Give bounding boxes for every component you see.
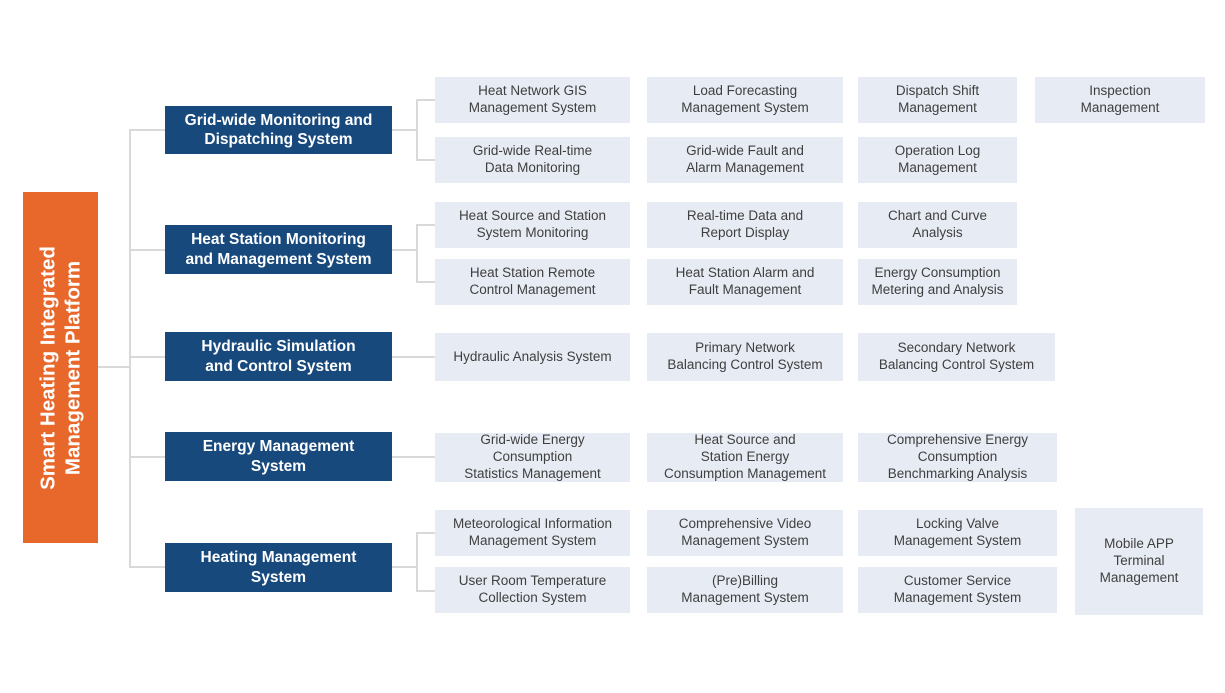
- branch-node-heating-management: Heating Management System: [165, 543, 392, 592]
- connector-trunk-vertical: [129, 129, 131, 567]
- branch-node-hydraulic-simulation: Hydraulic Simulation and Control System: [165, 332, 392, 381]
- connector-branch2-stub-top: [416, 224, 435, 226]
- connector-root-horizontal: [98, 366, 129, 368]
- connector-branch4-horizontal: [392, 456, 435, 458]
- leaf-node: Inspection Management: [1035, 77, 1205, 123]
- leaf-node: Heat Station Remote Control Management: [435, 259, 630, 305]
- leaf-node: Heat Source and Station Energy Consumpti…: [647, 432, 843, 482]
- connector-branch2-stub-bottom: [416, 281, 435, 283]
- connector-branch1-vertical: [416, 99, 418, 160]
- leaf-node: Chart and Curve Analysis: [858, 202, 1017, 248]
- leaf-node: Heat Network GIS Management System: [435, 77, 630, 123]
- connector-branch1-stub-top: [416, 99, 435, 101]
- leaf-node: Heat Source and Station System Monitorin…: [435, 202, 630, 248]
- root-node-label: Smart Heating Integrated Management Plat…: [36, 245, 85, 490]
- leaf-node: (Pre)Billing Management System: [647, 567, 843, 613]
- connector-branch5-stub-top: [416, 532, 435, 534]
- leaf-node: Heat Station Alarm and Fault Management: [647, 259, 843, 305]
- leaf-node: Grid-wide Energy Consumption Statistics …: [435, 432, 630, 482]
- connector-stub-branch-4: [129, 456, 165, 458]
- leaf-node: Customer Service Management System: [858, 567, 1057, 613]
- leaf-node: Load Forecasting Management System: [647, 77, 843, 123]
- leaf-node: Dispatch Shift Management: [858, 77, 1017, 123]
- leaf-node: Grid-wide Fault and Alarm Management: [647, 137, 843, 183]
- connector-branch5-vertical: [416, 532, 418, 591]
- branch-node-heat-station-monitoring: Heat Station Monitoring and Management S…: [165, 225, 392, 274]
- connector-branch3-horizontal: [392, 356, 435, 358]
- branch-node-grid-wide-monitoring: Grid-wide Monitoring and Dispatching Sys…: [165, 106, 392, 154]
- leaf-node: Secondary Network Balancing Control Syst…: [858, 333, 1055, 381]
- leaf-node: Energy Consumption Metering and Analysis: [858, 259, 1017, 305]
- connector-stub-branch-5: [129, 566, 165, 568]
- root-node: Smart Heating Integrated Management Plat…: [23, 192, 98, 543]
- connector-stub-branch-3: [129, 356, 165, 358]
- connector-stub-branch-2: [129, 249, 165, 251]
- connector-branch2-vertical: [416, 224, 418, 282]
- connector-branch1-horizontal: [392, 129, 417, 131]
- leaf-node: Meteorological Information Management Sy…: [435, 510, 630, 556]
- connector-branch5-stub-bottom: [416, 590, 435, 592]
- connector-stub-branch-1: [129, 129, 165, 131]
- leaf-node: Real-time Data and Report Display: [647, 202, 843, 248]
- leaf-node: Grid-wide Real-time Data Monitoring: [435, 137, 630, 183]
- leaf-node: Locking Valve Management System: [858, 510, 1057, 556]
- leaf-node: Comprehensive Video Management System: [647, 510, 843, 556]
- leaf-node: Hydraulic Analysis System: [435, 333, 630, 381]
- connector-branch5-horizontal: [392, 566, 417, 568]
- leaf-node: Comprehensive Energy Consumption Benchma…: [858, 432, 1057, 482]
- leaf-node: User Room Temperature Collection System: [435, 567, 630, 613]
- connector-branch1-stub-bottom: [416, 159, 435, 161]
- connector-branch2-horizontal: [392, 249, 417, 251]
- leaf-node: Mobile APP Terminal Management: [1075, 508, 1203, 615]
- branch-node-energy-management: Energy Management System: [165, 432, 392, 481]
- leaf-node: Primary Network Balancing Control System: [647, 333, 843, 381]
- leaf-node: Operation Log Management: [858, 137, 1017, 183]
